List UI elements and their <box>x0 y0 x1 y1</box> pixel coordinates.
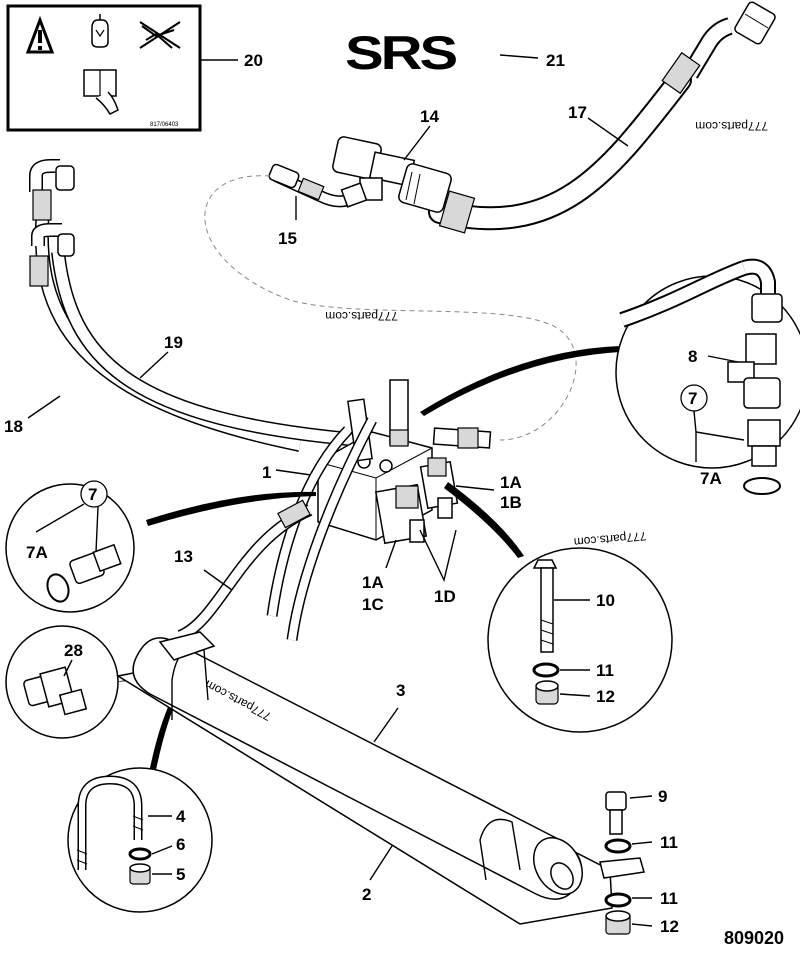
callout-5: 5 <box>176 865 185 884</box>
callout-3: 3 <box>396 681 405 700</box>
callout-28: 28 <box>64 641 83 660</box>
callout-1b: 1B <box>500 493 522 512</box>
callout-20: 20 <box>244 51 263 70</box>
callout-7-left: 7 <box>88 485 97 504</box>
callout-12-top: 12 <box>596 687 615 706</box>
callout-15: 15 <box>278 229 297 248</box>
srs-logo: SRS <box>345 27 457 80</box>
valve-block-1 <box>317 379 492 545</box>
callout-12-bottom: 12 <box>660 917 679 936</box>
callout-11-mid: 11 <box>660 833 678 852</box>
detail-circle-bolt-10 <box>487 547 673 733</box>
watermark-3: 777parts.com <box>573 529 647 549</box>
callout-8: 8 <box>688 347 697 366</box>
callout-6: 6 <box>176 835 185 854</box>
callout-1a-bottom: 1A <box>362 573 384 592</box>
callout-17: 17 <box>568 103 587 122</box>
callout-9: 9 <box>658 787 667 806</box>
watermark-2: 777parts.com <box>325 309 398 323</box>
callout-7a-right: 7A <box>700 469 722 488</box>
bolt-9-hardware <box>604 791 632 935</box>
detail-circle-28 <box>5 625 119 739</box>
hoses-18-19 <box>29 159 361 452</box>
callout-13: 13 <box>174 547 193 566</box>
callout-7a-left: 7A <box>26 543 48 562</box>
warning-decal: 817/06403 <box>6 4 202 132</box>
figure-number: 809020 <box>724 928 784 948</box>
callout-11-bottom: 11 <box>660 889 678 908</box>
tee-fitting-14 <box>332 136 476 234</box>
callout-4: 4 <box>176 807 186 826</box>
warning-decal-code: 817/06403 <box>150 122 179 128</box>
callout-1d: 1D <box>434 587 456 606</box>
callout-7-right: 7 <box>688 389 697 408</box>
callout-14: 14 <box>420 107 439 126</box>
oil-cooler-3 <box>115 631 645 925</box>
elbow-15 <box>268 163 368 208</box>
callout-1: 1 <box>262 463 271 482</box>
leader-wedge-right <box>444 482 524 558</box>
leader-wedge-left <box>146 491 316 526</box>
callout-1c: 1C <box>362 595 384 614</box>
leader-wedge-top-right <box>420 346 620 416</box>
detail-circle-u-bolt-4 <box>67 767 213 913</box>
callout-19: 19 <box>164 333 183 352</box>
callout-2: 2 <box>362 885 371 904</box>
callout-1a-top: 1A <box>500 473 522 492</box>
detail-circle-fittings-7 <box>5 483 135 613</box>
callout-21: 21 <box>546 51 565 70</box>
watermark-1: 777parts.com <box>695 119 768 133</box>
hose-13 <box>177 499 313 642</box>
detail-circle-fittings-8 <box>615 258 800 495</box>
hose-17 <box>428 1 776 231</box>
callout-11-top: 11 <box>596 661 614 680</box>
callout-18: 18 <box>4 417 23 436</box>
routing-dashed-line <box>204 175 577 441</box>
callout-10: 10 <box>596 591 615 610</box>
